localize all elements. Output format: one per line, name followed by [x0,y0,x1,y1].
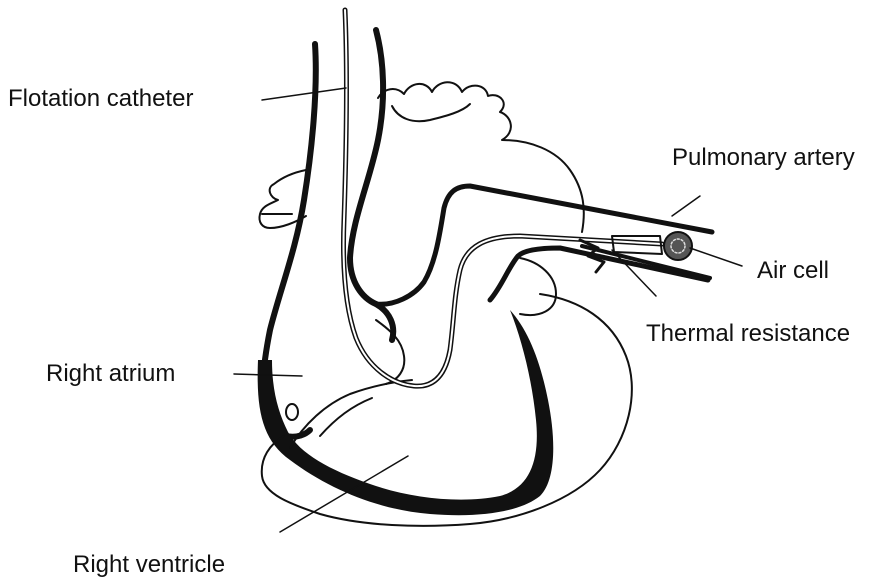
leader-aircell [690,248,742,266]
leader-thermal [612,250,656,296]
svc-right-wall [350,30,383,304]
leader-atrium [234,374,302,376]
coronary-sinus [286,404,298,420]
ventricle-inner-outline [290,380,412,448]
ventricle-septum [320,398,372,436]
air-cell-balloon [664,232,692,260]
label-right-atrium: Right atrium [46,362,175,386]
label-right-ventricle: Right ventricle [73,553,225,577]
label-flotation-catheter: Flotation catheter [8,87,193,111]
label-pulmonary-artery: Pulmonary artery [672,146,855,170]
left-atrium-outline [520,258,556,315]
leader-pulmonary [672,196,700,216]
label-air-cell: Air cell [757,259,829,283]
aortic-arch-inner [392,104,470,121]
aortic-arch-outline [378,82,584,232]
ventricle-thick-wall [258,310,554,515]
leader-flotation [262,88,346,100]
heart-outer-outline [262,294,632,526]
label-thermal-resistance: Thermal resistance [646,322,850,346]
